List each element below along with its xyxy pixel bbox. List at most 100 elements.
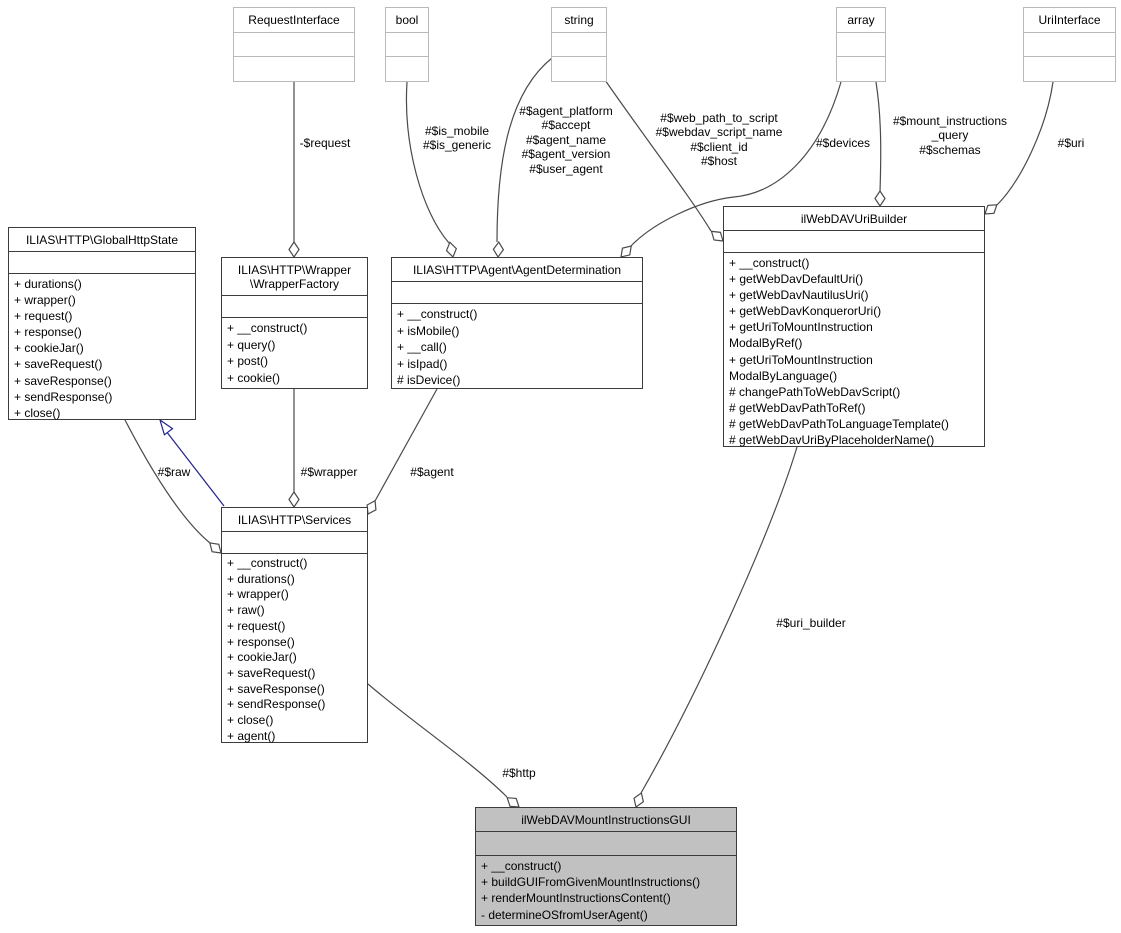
method-line: + getWebDavDefaultUri(): [729, 272, 864, 287]
method-line: + __construct(): [397, 307, 478, 321]
method-line: + getWebDavKonquerorUri(): [729, 304, 882, 319]
aggregation-diamond: [620, 245, 632, 258]
method-line: + raw(): [227, 603, 265, 618]
class-title-text: ilWebDAVMountInstructionsGUI: [521, 812, 691, 827]
edge-label-line: #$agent_name: [525, 132, 607, 147]
edge-label-wrapper: #$wrapper: [300, 465, 358, 479]
method-line: # isDevice(): [397, 373, 461, 388]
method-line: + saveResponse(): [14, 373, 112, 388]
aggregation-diamond: [506, 797, 520, 808]
method-line: ModalByLanguage(): [729, 368, 838, 383]
class-mount-instructions-gui: ilWebDAVMountInstructionsGUI + __constru…: [475, 807, 737, 926]
class-uri-builder: ilWebDAVUriBuilder + __construct()+ getW…: [723, 206, 985, 447]
method-line: # getWebDavPathToRef(): [729, 400, 866, 415]
method-line: + wrapper(): [227, 587, 289, 602]
class-methods: + __construct()+ query()+ post()+ cookie…: [222, 318, 367, 386]
type-methods-empty: [386, 57, 428, 59]
method-line: + buildGUIFromGivenMountInstructions(): [481, 875, 701, 890]
interface-methods-empty: [1024, 57, 1115, 59]
edge-uribuilder-to-gui: [640, 446, 798, 794]
method-line: + response(): [14, 325, 82, 340]
method-line: + request(): [14, 309, 73, 324]
edge-services-inherits-globalhttpstate: [165, 430, 225, 507]
interface-title: RequestInterface: [234, 8, 354, 33]
edge-globalhttpstate-to-services-raw: [124, 419, 211, 544]
edge-array-to-agentdetermination: [630, 81, 842, 247]
class-attributes-empty: [392, 282, 642, 304]
aggregation-diamond: [445, 241, 458, 259]
class-methods: + __construct()+ getWebDavDefaultUri()+ …: [724, 253, 984, 448]
method-line: + __call(): [397, 340, 447, 355]
class-agent-determination: ILIAS\HTTP\Agent\AgentDetermination + __…: [391, 257, 643, 389]
class-attributes-empty: [476, 832, 736, 856]
method-line: + getWebDavNautilusUri(): [729, 288, 869, 303]
method-line: + renderMountInstructionsContent(): [481, 891, 671, 906]
edge-label-line: #$host: [700, 154, 738, 169]
method-line: + close(): [14, 405, 61, 420]
aggregation-diamond: [288, 240, 300, 259]
method-line: # changePathToWebDavScript(): [729, 384, 901, 399]
edge-label-mount-instructions: #$mount_instructions_query#$schemas: [893, 114, 1007, 157]
class-title-text: ILIAS\HTTP\Wrapper: [237, 262, 352, 277]
edge-label-line: #$is_generic: [422, 138, 492, 153]
method-line: + saveRequest(): [227, 665, 316, 680]
type-methods-empty: [837, 57, 885, 59]
type-title: bool: [386, 8, 428, 33]
method-line: + isMobile(): [397, 323, 460, 338]
interface-methods-empty: [234, 57, 354, 59]
edge-bool-to-agentdetermination: [405, 81, 450, 244]
aggregation-diamond: [874, 189, 886, 208]
type-title-text: string: [564, 13, 594, 27]
aggregation-diamond: [288, 490, 300, 509]
class-title: ILIAS\HTTP\Agent\AgentDetermination: [392, 258, 642, 282]
method-line: + __construct(): [227, 321, 308, 335]
edge-label-line: #$mount_instructions: [892, 114, 1008, 128]
method-line: + sendResponse(): [14, 389, 113, 404]
edge-label-line: #$user_agent: [529, 161, 603, 176]
edge-label-devices: #$devices: [815, 136, 871, 150]
class-methods: + __construct()+ buildGUIFromGivenMountI…: [476, 856, 736, 923]
type-title-text: bool: [395, 13, 419, 27]
edge-label-line: #$is_mobile: [424, 124, 490, 138]
edge-label-line: #$web_path_to_script: [660, 111, 778, 125]
class-title: ilWebDAVMountInstructionsGUI: [476, 808, 736, 832]
aggregation-diamond: [209, 542, 222, 554]
class-methods: + durations()+ wrapper()+ request()+ res…: [9, 274, 195, 421]
edge-label-web-path: #$web_path_to_script#$webdav_script_name…: [656, 111, 783, 169]
aggregation-diamond: [633, 791, 645, 809]
method-line: + query(): [227, 337, 276, 352]
class-wrapper-factory: ILIAS\HTTP\Wrapper \WrapperFactory + __c…: [221, 257, 368, 389]
type-bool: bool: [385, 7, 429, 82]
method-line: # getWebDavUriByPlaceholderName(): [729, 433, 935, 448]
class-attributes-empty: [724, 231, 984, 253]
class-title: ILIAS\HTTP\GlobalHttpState: [9, 228, 195, 252]
type-attributes-empty: [552, 33, 606, 57]
interface-request-interface: RequestInterface: [233, 7, 355, 82]
class-title: ilWebDAVUriBuilder: [724, 207, 984, 231]
method-line: + cookieJar(): [227, 650, 297, 665]
method-line: + close(): [227, 713, 274, 728]
edge-string-to-agentdetermination: [496, 57, 553, 243]
method-line: + sendResponse(): [227, 697, 326, 712]
type-title: string: [552, 8, 606, 33]
aggregation-diamond: [710, 230, 724, 242]
type-attributes-empty: [837, 33, 885, 57]
method-line: + cookieJar(): [14, 341, 84, 356]
edge-label-is-mobile: #$is_mobile#$is_generic: [423, 124, 491, 153]
method-line: - determineOSfromUserAgent(): [481, 907, 648, 922]
edge-label-uri-builder: #$uri_builder: [776, 616, 846, 630]
method-line: + agent(): [227, 728, 276, 743]
method-line: + request(): [227, 618, 286, 633]
interface-title-text: UriInterface: [1038, 13, 1101, 27]
class-attributes-empty: [9, 252, 195, 274]
method-line: + isIpad(): [397, 356, 448, 371]
edge-label-request: -$request: [299, 136, 351, 150]
edge-label-line: #$webdav_script_name: [655, 125, 783, 140]
method-line: + saveResponse(): [227, 681, 325, 696]
inheritance-arrowhead: [158, 418, 174, 436]
interface-title-text: RequestInterface: [248, 13, 340, 27]
class-attributes-empty: [222, 532, 367, 554]
method-line: + __construct(): [227, 556, 308, 570]
